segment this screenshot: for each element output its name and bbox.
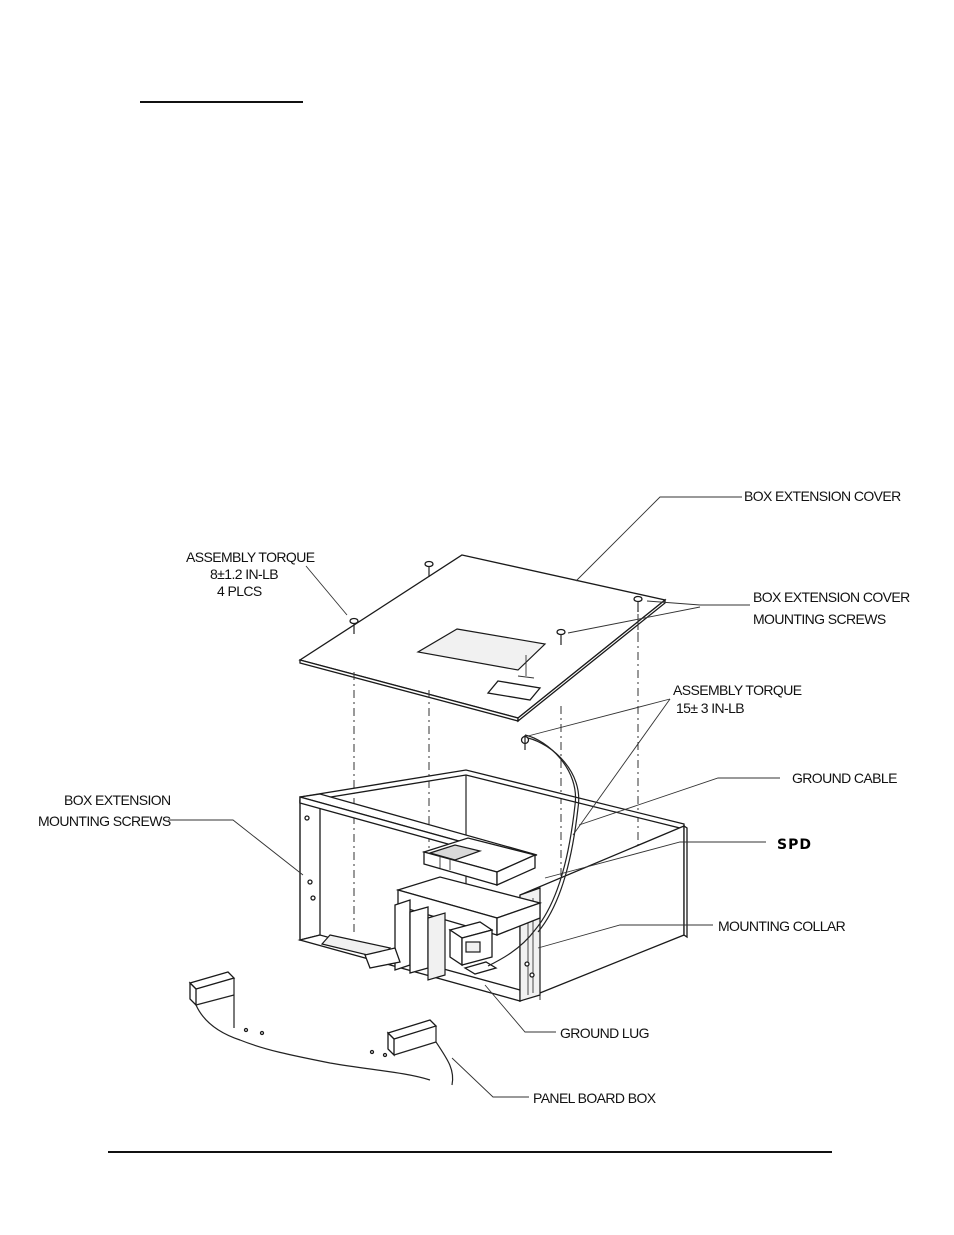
spd-device bbox=[365, 838, 540, 980]
label-torque-cover-value: 8±1.2 IN-LB bbox=[210, 566, 278, 582]
label-assembly-torque-cover: ASSEMBLY TORQUE bbox=[186, 549, 315, 565]
label-spd: SPD bbox=[777, 837, 812, 853]
label-torque-ground-value: 15± 3 IN-LB bbox=[676, 700, 744, 716]
label-mounting-collar: MOUNTING COLLAR bbox=[718, 918, 846, 934]
label-box-extension-screws-line2: MOUNTING SCREWS bbox=[38, 813, 171, 829]
label-panel-board-box: PANEL BOARD BOX bbox=[533, 1090, 657, 1106]
label-ground-lug: GROUND LUG bbox=[560, 1025, 649, 1041]
label-cover-screws-line2: MOUNTING SCREWS bbox=[753, 611, 886, 627]
box-extension-cover bbox=[300, 555, 665, 721]
label-assembly-torque-ground: ASSEMBLY TORQUE bbox=[673, 682, 802, 698]
label-box-extension-cover: BOX EXTENSION COVER bbox=[744, 488, 901, 504]
panel-board-box bbox=[190, 972, 453, 1085]
label-cover-screws-line1: BOX EXTENSION COVER bbox=[753, 589, 910, 605]
label-box-extension-screws-line1: BOX EXTENSION bbox=[64, 792, 171, 808]
label-ground-cable: GROUND CABLE bbox=[792, 770, 897, 786]
label-torque-cover-qty: 4 PLCS bbox=[217, 583, 262, 599]
